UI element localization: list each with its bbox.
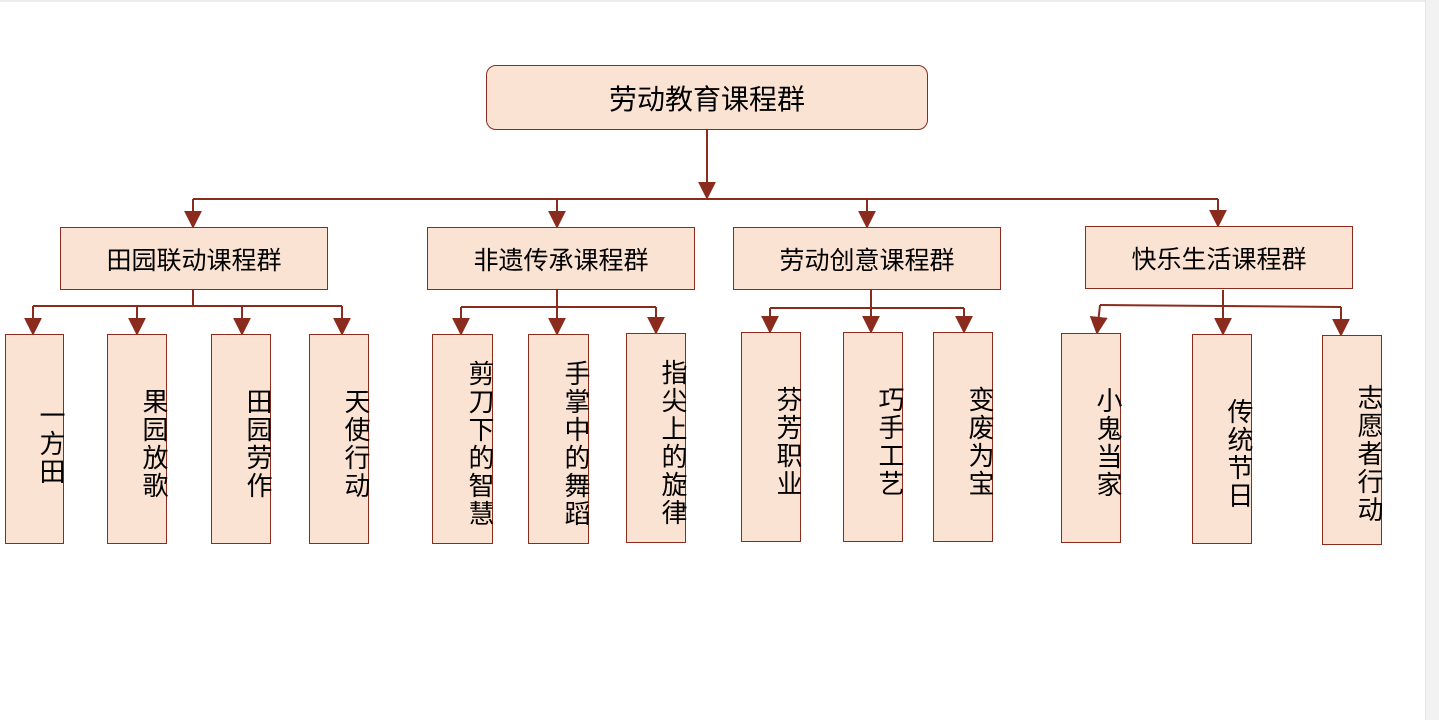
group-node-tianyuan: 田园联动课程群: [60, 227, 328, 290]
leaf-node: 变废为宝: [933, 332, 994, 542]
leaf-node: 巧手工艺: [843, 332, 904, 542]
leaf-node: 传统节日: [1192, 334, 1253, 544]
group-node-feiyi: 非遗传承课程群: [427, 227, 695, 290]
leaf-node: 果园放歌: [107, 334, 168, 544]
group-node-chuangyi: 劳动创意课程群: [733, 227, 1001, 290]
root-node: 劳动教育课程群: [486, 65, 928, 130]
leaf-node: 田园劳作: [211, 334, 272, 544]
leaf-node: 一方田: [5, 334, 65, 544]
top-border: [0, 0, 1439, 2]
vertical-scrollbar[interactable]: [1425, 0, 1439, 720]
leaf-node: 志愿者行动: [1322, 335, 1383, 545]
leaf-node: 指尖上的旋律: [626, 333, 687, 543]
leaf-node: 剪刀下的智慧: [432, 334, 494, 544]
leaf-node: 芬芳职业: [741, 332, 802, 542]
leaf-node: 手掌中的舞蹈: [528, 334, 590, 544]
leaf-node: 小鬼当家: [1061, 333, 1122, 543]
group-node-shenghuo: 快乐生活课程群: [1085, 226, 1353, 289]
leaf-node: 天使行动: [309, 334, 370, 544]
